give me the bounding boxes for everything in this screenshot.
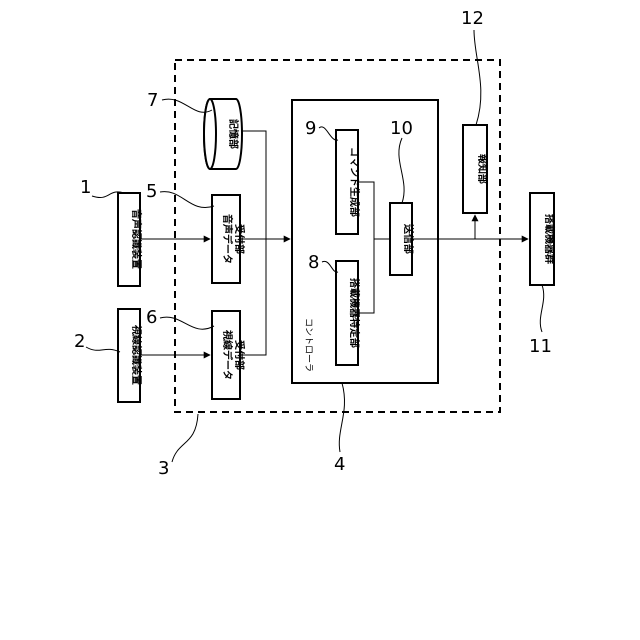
- storage-label: 記憶部: [227, 119, 240, 149]
- ref-number-10: 10: [390, 118, 413, 139]
- lead-line-5: [160, 192, 214, 208]
- ref-number-2: 2: [74, 331, 85, 352]
- lead-line-12: [474, 30, 481, 125]
- ref-number-9: 9: [305, 118, 316, 139]
- ref-number-11: 11: [529, 336, 552, 357]
- lead-line-6: [160, 317, 214, 329]
- ref-number-1: 1: [80, 177, 91, 198]
- lead-line-4: [339, 383, 344, 452]
- lead-line-3: [172, 414, 198, 462]
- ref-number-3: 3: [158, 458, 169, 479]
- line-storage-out: [242, 131, 266, 239]
- ref-number-8: 8: [308, 252, 319, 273]
- ref-number-12: 12: [461, 8, 484, 29]
- controller-label: コントローラ: [303, 318, 314, 372]
- gaze-data-receiver-label-line1: 視線データ: [221, 329, 234, 380]
- ref-number-7: 7: [147, 90, 158, 111]
- lead-line-2: [86, 347, 120, 352]
- ref-number-5: 5: [146, 181, 157, 202]
- lead-line-7: [162, 99, 212, 112]
- device-group-label: 搭載機器群: [543, 214, 556, 264]
- ref-number-4: 4: [334, 454, 345, 475]
- voice-data-receiver-label-line1: 音声データ: [221, 214, 234, 264]
- line-gaze-receiver-out: [240, 239, 266, 355]
- ref-number-6: 6: [146, 307, 157, 328]
- notifier-label: 報知部: [476, 154, 489, 184]
- lead-line-11: [540, 285, 543, 332]
